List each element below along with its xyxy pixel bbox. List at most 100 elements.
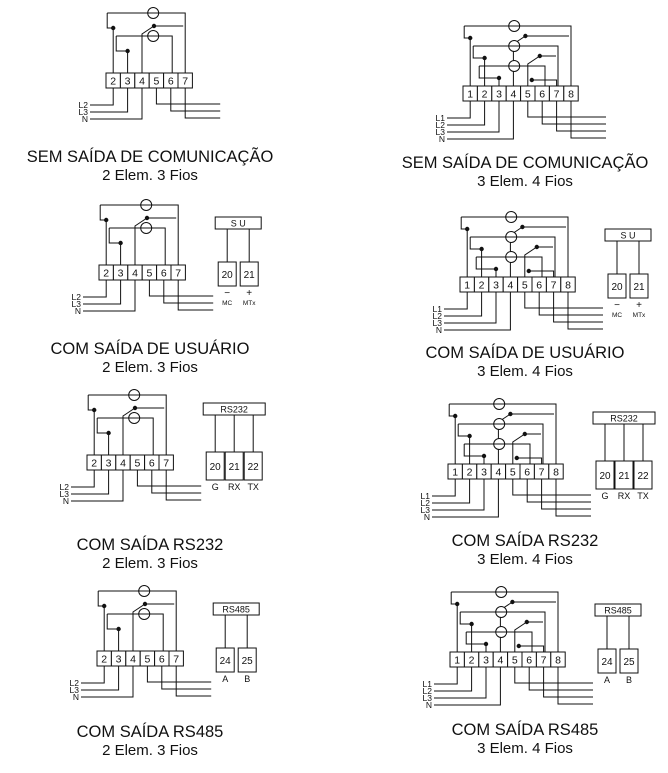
module-title: RS232 — [220, 405, 248, 415]
junction-dot — [106, 430, 111, 436]
line-label: N — [424, 512, 430, 522]
line-feed — [447, 101, 514, 140]
line-feed — [444, 292, 468, 310]
load-exit — [161, 666, 212, 690]
coil-link — [512, 35, 569, 86]
voltage-tap — [108, 228, 122, 265]
terminal-number: 2 — [101, 654, 107, 666]
terminal-number: 6 — [159, 654, 165, 666]
module-terminal-box — [224, 451, 244, 481]
module-terminal-box — [217, 261, 237, 287]
line-feed — [432, 479, 499, 518]
current-loop — [98, 590, 177, 651]
module-terminal-box — [215, 647, 235, 673]
line-label: L1 — [421, 491, 431, 501]
voltage-tap — [457, 424, 471, 464]
panel-caption-title: SEM SAÍDA DE COMUNICAÇÃO — [27, 146, 274, 166]
voltage-tap — [475, 257, 497, 277]
module-terminal-number: 20 — [599, 471, 611, 482]
voltage-tap — [450, 592, 458, 652]
load-exit — [524, 292, 603, 309]
junction-dot — [508, 411, 513, 417]
module-signal-label: TX — [637, 491, 649, 501]
junction-dot — [92, 407, 97, 413]
line-feed — [447, 101, 486, 126]
neutral-link — [531, 79, 558, 86]
voltage-tap — [97, 591, 105, 651]
current-loop — [109, 227, 166, 265]
load-exit — [136, 470, 202, 487]
current-loop — [464, 25, 572, 86]
current-loop — [470, 236, 556, 277]
terminal-number: 1 — [452, 467, 458, 479]
terminal-number: 3 — [106, 458, 112, 470]
coil-link — [524, 246, 553, 277]
coil-link — [514, 621, 543, 652]
terminal-number: 6 — [539, 89, 545, 101]
junction-dot — [493, 266, 499, 272]
load-exit — [165, 470, 202, 501]
line-label: L2 — [60, 482, 70, 492]
line-label: L1 — [433, 304, 443, 314]
voltage-tap — [96, 418, 110, 455]
line-label: L2 — [79, 100, 89, 110]
junction-dot — [468, 35, 473, 41]
terminal-number: 7 — [182, 76, 188, 88]
junction-dot — [534, 244, 539, 250]
terminal-number: 3 — [125, 76, 131, 88]
current-loop — [461, 216, 569, 277]
terminal-number: 8 — [553, 467, 559, 479]
terminal-number: 6 — [526, 655, 532, 667]
line-feed — [81, 666, 120, 691]
line-feed — [71, 470, 95, 488]
voltage-tap — [469, 237, 483, 277]
line-label: L2 — [423, 686, 433, 696]
line-feed — [432, 479, 471, 504]
panel-caption-title: COM SAÍDA RS232 — [452, 531, 599, 550]
load-exit — [553, 292, 603, 323]
load-exit — [527, 101, 606, 118]
module-terminal-number: 21 — [633, 282, 645, 293]
terminal-number: 1 — [467, 89, 473, 101]
module-polarity-sign: − — [224, 288, 230, 299]
coil-link — [512, 433, 541, 464]
panel-caption-title: COM SAÍDA RS485 — [452, 720, 599, 739]
line-feed — [71, 470, 124, 502]
line-label: L2 — [70, 678, 80, 688]
load-exit — [570, 101, 606, 139]
panel-caption-title: COM SAÍDA DE USUÁRIO — [426, 343, 625, 362]
line-feed — [83, 280, 136, 312]
load-exit — [151, 470, 202, 494]
module-title: RS232 — [610, 414, 638, 424]
panel-caption-title: COM SAÍDA RS485 — [77, 722, 224, 741]
module-title: S U — [231, 219, 246, 229]
module-title: RS485 — [604, 606, 632, 616]
junction-dot — [465, 226, 470, 232]
neutral-link — [516, 457, 543, 464]
module-signal-label: MTx — [633, 312, 646, 319]
load-exit — [555, 479, 591, 517]
line-feed — [83, 280, 122, 305]
panel-caption-title: COM SAÍDA RS232 — [77, 535, 224, 554]
module-terminal-number: 25 — [242, 656, 254, 667]
load-exit — [541, 101, 606, 125]
load-exit — [557, 667, 593, 705]
current-loop — [473, 45, 559, 86]
terminal-number: 2 — [469, 655, 475, 667]
terminal-number: 2 — [479, 280, 485, 292]
module-header-box — [212, 602, 260, 616]
terminal-number: 5 — [134, 458, 140, 470]
module-signal-label: G — [601, 491, 608, 501]
load-exit — [543, 667, 593, 698]
terminal-number: 6 — [149, 458, 155, 470]
panel-caption-title: SEM SAÍDA DE COMUNICAÇÃO — [402, 152, 649, 172]
line-label: N — [82, 114, 88, 124]
panel-caption-subtitle: 2 Elem. 3 Fios — [102, 742, 198, 759]
neutral-link — [518, 645, 545, 652]
module-terminal-box — [633, 460, 653, 490]
current-loop — [107, 613, 164, 651]
junction-dot — [453, 413, 458, 419]
